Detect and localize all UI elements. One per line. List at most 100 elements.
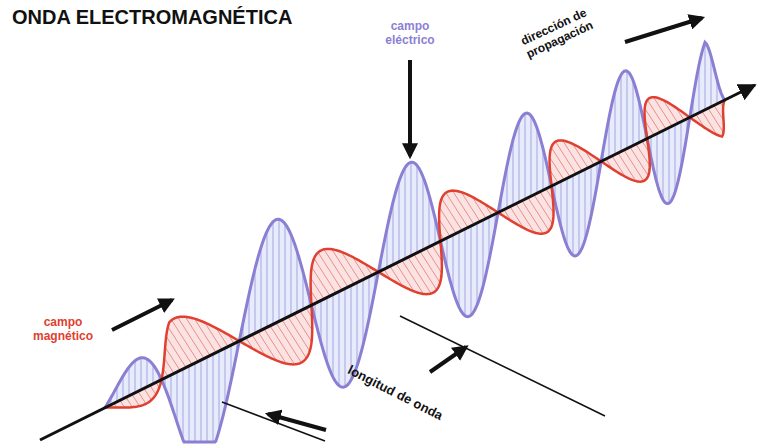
magnetic-hatch (165, 347, 180, 370)
electric-hatch (177, 372, 178, 422)
magnetic-hatch (556, 142, 576, 174)
electric-hatch (327, 297, 328, 362)
magnetic-hatch (440, 208, 456, 234)
electric-field-fill (105, 42, 725, 442)
magnetic-field-arrow (112, 300, 172, 330)
electric-hatch (345, 289, 346, 387)
electric-hatch (339, 292, 340, 386)
wavelength-arrow (268, 414, 326, 430)
electric-hatch (465, 229, 466, 316)
electric-hatch (579, 172, 580, 253)
electric-hatch (189, 366, 190, 442)
magnetic-hatch (132, 394, 140, 406)
magnetic-hatch (276, 323, 301, 363)
electric-hatch (675, 125, 676, 193)
electric-hatch (147, 359, 148, 387)
electric-hatch (183, 369, 184, 440)
magnetic-hatch (168, 327, 192, 365)
electric-hatch (471, 226, 472, 315)
electric-hatch (267, 231, 268, 327)
magnetic-hatch (534, 195, 552, 224)
magnetic-hatch (178, 317, 204, 358)
magnetic-hatch (300, 311, 312, 330)
electric-hatch (627, 71, 628, 148)
magnetic-hatch (150, 385, 156, 394)
magnetic-field-label: campo magnético (20, 316, 106, 344)
magnetic-hatch (282, 320, 306, 358)
electric-hatch (291, 235, 292, 316)
electric-hatch (459, 232, 460, 307)
electric-hatch (567, 178, 568, 245)
electric-hatch (453, 235, 454, 291)
electric-hatch (531, 116, 532, 196)
electric-hatch (585, 169, 586, 240)
magnetic-hatch (528, 198, 549, 231)
electric-hatch (399, 181, 400, 261)
magnetic-hatch (426, 248, 442, 273)
magnetic-hatch (166, 336, 186, 367)
electric-hatch (255, 269, 256, 333)
electric-hatch (261, 247, 262, 330)
propagation-axis (40, 85, 755, 440)
electric-hatch (357, 283, 358, 366)
electric-hatch (429, 195, 430, 247)
wavelength-extension-line (400, 316, 605, 416)
electric-hatch (363, 280, 364, 346)
magnetic-hatch (164, 358, 174, 373)
magnetic-hatch (172, 320, 198, 361)
electric-field-arrow (408, 60, 412, 156)
magnetic-hatch (126, 397, 132, 407)
magnetic-hatch (144, 388, 151, 400)
magnetic-hatch (550, 157, 564, 180)
electric-hatch (141, 358, 142, 390)
magnetic-hatch (654, 97, 672, 126)
wavelength-extension-line (222, 402, 325, 441)
magnetic-hatch (647, 100, 666, 129)
electric-hatch (279, 219, 280, 321)
electric-hatch (273, 222, 274, 324)
magnetic-hatch (311, 278, 324, 299)
electric-hatch (621, 75, 622, 152)
wavelength-arrow (430, 347, 466, 372)
electric-hatch (663, 131, 664, 200)
electric-hatch (405, 168, 406, 259)
electric-hatch (711, 56, 712, 107)
electric-hatch (657, 134, 658, 184)
electric-hatch (615, 91, 616, 154)
electric-hatch (393, 202, 394, 264)
electric-hatch (669, 128, 670, 204)
magnetic-hatch (551, 147, 570, 176)
electric-hatch (477, 223, 478, 305)
magnetic-hatch (294, 314, 312, 342)
electric-hatch (219, 351, 220, 431)
electric-hatch (573, 175, 574, 255)
magnetic-hatch (324, 249, 348, 287)
electric-hatch (633, 80, 634, 145)
electric-hatch (423, 177, 424, 250)
electric-hatch (705, 42, 706, 109)
electric-hatch (333, 294, 334, 377)
magnetic-hatch (442, 198, 462, 230)
electric-hatch (213, 354, 214, 442)
electric-hatch (513, 140, 514, 205)
electric-field-curve (105, 42, 725, 442)
electric-hatch (195, 363, 196, 442)
electric-hatch (285, 224, 286, 319)
magnetic-hatch (708, 108, 723, 132)
electric-hatch (525, 114, 526, 200)
electric-hatch (297, 251, 298, 312)
propagation-arrow (625, 18, 702, 42)
magnetic-hatch (420, 251, 440, 283)
electric-hatch (207, 357, 208, 442)
electric-hatch (519, 122, 520, 202)
electric-hatch (483, 220, 484, 286)
electric-hatch (411, 162, 412, 255)
electric-field-label: campo eléctrico (372, 20, 448, 48)
magnetic-hatch (138, 391, 146, 403)
electric-hatch (417, 165, 418, 252)
electric-hatch (537, 128, 538, 193)
title: ONDA ELECTROMAGNÉTICA (12, 6, 292, 29)
magnetic-hatch (630, 147, 648, 176)
electric-hatch (129, 367, 130, 396)
